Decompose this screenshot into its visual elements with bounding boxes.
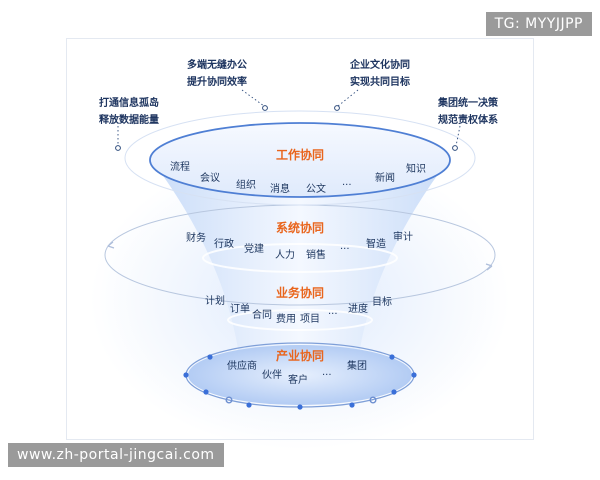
level-title-business: 业务协同	[276, 285, 324, 300]
level-3-item: ···	[328, 309, 338, 320]
level-3-item: 合同	[252, 308, 272, 321]
caption-connectors	[117, 89, 461, 147]
caption-center-right-line-2: 实现共同目标	[350, 75, 410, 88]
level-separator-2	[227, 309, 373, 331]
top-ellipse	[149, 122, 451, 198]
watermark-top: TG: MYYJJPP	[485, 12, 592, 36]
level-1-item: 会议	[200, 171, 220, 184]
level-4-item: ···	[322, 370, 332, 381]
level-4-item: 集团	[347, 359, 367, 372]
level-2-item: ···	[340, 244, 350, 255]
caption-right-line-1: 集团统一决策	[437, 96, 499, 109]
level-1-item: ···	[342, 180, 352, 191]
level-title-system: 系统协同	[276, 220, 324, 235]
level-2-item: 党建	[244, 242, 264, 255]
level-3-item: 费用	[276, 312, 296, 325]
level-separator-1	[202, 243, 398, 273]
level-3-item: 订单	[230, 303, 250, 315]
level-4-item: 伙伴	[262, 368, 282, 381]
level-4-item: 供应商	[227, 359, 257, 372]
level-2-item: 审计	[393, 230, 413, 243]
caption-right-line-2: 规范责权体系	[438, 113, 498, 126]
caption-left-line-1: 打通信息孤岛	[99, 96, 159, 109]
base-ring-open-dots	[225, 396, 377, 404]
watermark-bottom: www.zh-portal-jingcai.com	[8, 443, 224, 467]
level-3-item: 计划	[205, 294, 225, 307]
level-2-item: 财务	[186, 231, 206, 244]
level-3-item: 目标	[372, 296, 392, 308]
level-1-item: 消息	[270, 182, 290, 195]
caption-center-left-line-1: 多端无缝办公	[187, 58, 247, 71]
top-outer-ring	[124, 110, 476, 206]
level-2-item: 行政	[214, 237, 234, 250]
level-1-item: 流程	[170, 160, 190, 173]
level-3-item: 项目	[300, 313, 320, 325]
level-1-item: 知识	[406, 162, 426, 175]
level-2-item: 销售	[306, 248, 326, 261]
level-1-item: 新闻	[375, 171, 395, 184]
level-2-item: 人力	[275, 248, 295, 261]
caption-left-line-2: 释放数据能量	[99, 113, 159, 126]
base-ring-dots	[183, 354, 417, 410]
level-3-item: 进度	[348, 302, 368, 315]
level-1-item: 公文	[306, 182, 326, 195]
base-disc	[188, 345, 412, 405]
orbit-arrows	[107, 241, 493, 271]
level-2-item: 智造	[366, 237, 386, 250]
level-title-work: 工作协同	[276, 147, 324, 162]
level-title-industry: 产业协同	[276, 348, 324, 363]
caption-center-right-line-1: 企业文化协同	[349, 58, 410, 71]
level-1-item: 组织	[236, 178, 256, 191]
connector-end-dots	[115, 105, 458, 151]
level-4-item: 客户	[288, 373, 308, 386]
caption-center-left-line-2: 提升协同效率	[187, 75, 247, 88]
